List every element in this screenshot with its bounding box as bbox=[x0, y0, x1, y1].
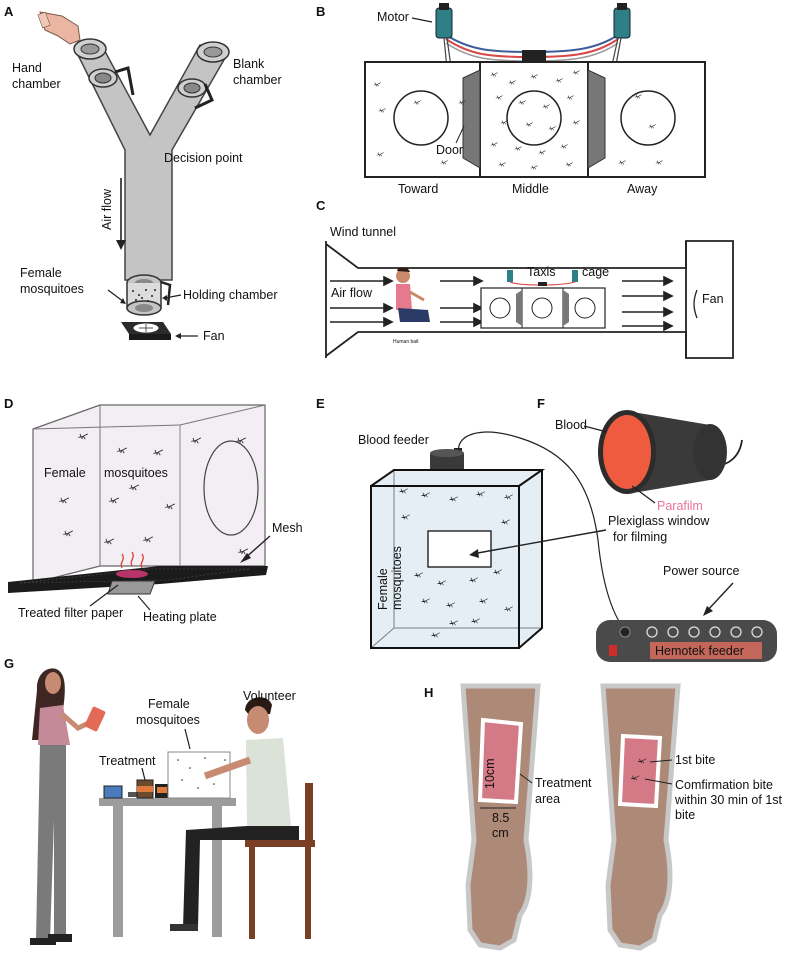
air-flow-label-a: Air flow bbox=[100, 188, 114, 230]
motor-label: Motor bbox=[377, 10, 409, 24]
panel-a: A Hand chamber Blank c bbox=[4, 4, 282, 343]
panel-d-letter: D bbox=[4, 396, 13, 411]
width-label-2: cm bbox=[492, 826, 509, 840]
sleeve-opening bbox=[203, 440, 259, 536]
panel-b-letter: B bbox=[316, 4, 325, 19]
blank-chamber-label-2: chamber bbox=[233, 73, 282, 87]
door-right bbox=[587, 69, 606, 169]
taxis-cage-mini bbox=[480, 287, 606, 329]
mosquito-cage-g bbox=[167, 751, 231, 799]
woman-figure bbox=[30, 668, 106, 945]
hemotek-feeder-label: Hemotek feeder bbox=[655, 644, 744, 658]
door-label: Door bbox=[436, 143, 463, 157]
first-bite-label: 1st bite bbox=[675, 753, 715, 767]
air-flow-label-c: Air flow bbox=[331, 286, 373, 300]
width-label-1: 8.5 bbox=[492, 811, 509, 825]
blank-chamber-label-1: Blank bbox=[233, 57, 265, 71]
bite-area-box bbox=[617, 733, 663, 809]
door-left bbox=[462, 69, 481, 169]
confirmation-label-2: within 30 min of 1st bbox=[674, 793, 783, 807]
heating-plate-label: Heating plate bbox=[143, 610, 217, 624]
treatment-label: Treatment bbox=[99, 754, 156, 768]
human-bait-label: Human bait bbox=[393, 339, 419, 345]
panel-a-letter: A bbox=[4, 4, 14, 19]
volunteer-label: Volunteer bbox=[243, 689, 296, 703]
volunteer-figure bbox=[170, 697, 299, 931]
fan-label-c: Fan bbox=[702, 292, 724, 306]
cage-walls bbox=[32, 404, 266, 584]
mesh-floor bbox=[8, 566, 268, 593]
y-maze-tube bbox=[77, 40, 227, 281]
hand-illustration bbox=[39, 11, 81, 45]
panel-e-letter: E bbox=[316, 396, 325, 411]
fan-label-a: Fan bbox=[203, 329, 225, 343]
hemotek-panel bbox=[650, 642, 762, 659]
plexiglass-label-2: for filming bbox=[613, 530, 667, 544]
mosquitoes-label-d: mosquitoes bbox=[104, 466, 168, 480]
panel-b: B Motor bbox=[316, 3, 706, 196]
treatment-area-label-1: Treatment bbox=[535, 776, 592, 790]
blood-feeder-label: Blood feeder bbox=[358, 433, 429, 447]
controller-box bbox=[522, 50, 546, 61]
panel-h: H 10cm 8.5 cm Treatment area 1st bite Co… bbox=[424, 683, 783, 951]
power-source-label: Power source bbox=[663, 564, 739, 578]
parafilm-label: Parafilm bbox=[657, 499, 703, 513]
female-mosquitoes-label-e-1: Female bbox=[376, 568, 390, 610]
female-mosquitoes-label-g-2: mosquitoes bbox=[136, 713, 200, 727]
right-motor bbox=[613, 7, 631, 39]
panel-h-letter: H bbox=[424, 685, 433, 700]
chair bbox=[245, 783, 315, 939]
panel-e: E Blood feeder Female mosquitoes Plexigl… bbox=[316, 396, 777, 662]
female-mosquitoes-label-g-1: Female bbox=[148, 697, 190, 711]
decision-point-label: Decision point bbox=[164, 151, 243, 165]
treated-filter-paper-label: Treated filter paper bbox=[18, 606, 123, 620]
panel-g-letter: G bbox=[4, 656, 14, 671]
female-mosquitoes-label-a-2: mosquitoes bbox=[20, 282, 84, 296]
taxis-label: Taxis bbox=[527, 265, 555, 279]
arm-right bbox=[600, 683, 681, 951]
panel-d: D Female mosquitoes Mesh Treated filter … bbox=[4, 396, 303, 624]
female-mosquitoes-label-a-1: Female bbox=[20, 266, 62, 280]
hand-chamber-label-1: Hand bbox=[12, 61, 42, 75]
panel-g: G bbox=[4, 656, 315, 945]
human-bait-figure bbox=[396, 267, 430, 322]
female-label-d: Female bbox=[44, 466, 86, 480]
heating-plate bbox=[107, 580, 156, 595]
confirmation-label-1: Comfirmation bite bbox=[675, 778, 773, 792]
panel-c: C Wind tunnel Air flow Human bait bbox=[316, 198, 734, 359]
wind-tunnel-label: Wind tunnel bbox=[330, 225, 396, 239]
plexiglass-label-1: Plexiglass window bbox=[608, 514, 710, 528]
panel-f-letter: F bbox=[537, 396, 545, 411]
blood-disc bbox=[603, 415, 651, 489]
middle-label: Middle bbox=[512, 182, 549, 196]
taxis-box bbox=[364, 61, 706, 178]
mesh-label: Mesh bbox=[272, 521, 303, 535]
length-label: 10cm bbox=[483, 758, 497, 789]
confirmation-label-3: bite bbox=[675, 808, 695, 822]
female-mosquitoes-label-e-2: mosquitoes bbox=[390, 546, 404, 610]
cage-label: cage bbox=[582, 265, 609, 279]
away-label: Away bbox=[627, 182, 658, 196]
plexiglass-window bbox=[427, 530, 492, 568]
table-top bbox=[99, 798, 236, 806]
cube-front bbox=[370, 485, 520, 649]
toward-label: Toward bbox=[398, 182, 438, 196]
left-motor bbox=[435, 7, 453, 39]
holding-chamber-label: Holding chamber bbox=[183, 288, 278, 302]
panel-c-letter: C bbox=[316, 198, 326, 213]
treatment-area-box bbox=[477, 717, 524, 805]
treatment-area-label-2: area bbox=[535, 792, 560, 806]
hand-chamber-label-2: chamber bbox=[12, 77, 61, 91]
panel-f: F Blood Parafilm bbox=[537, 396, 743, 513]
blood-label: Blood bbox=[555, 418, 587, 432]
